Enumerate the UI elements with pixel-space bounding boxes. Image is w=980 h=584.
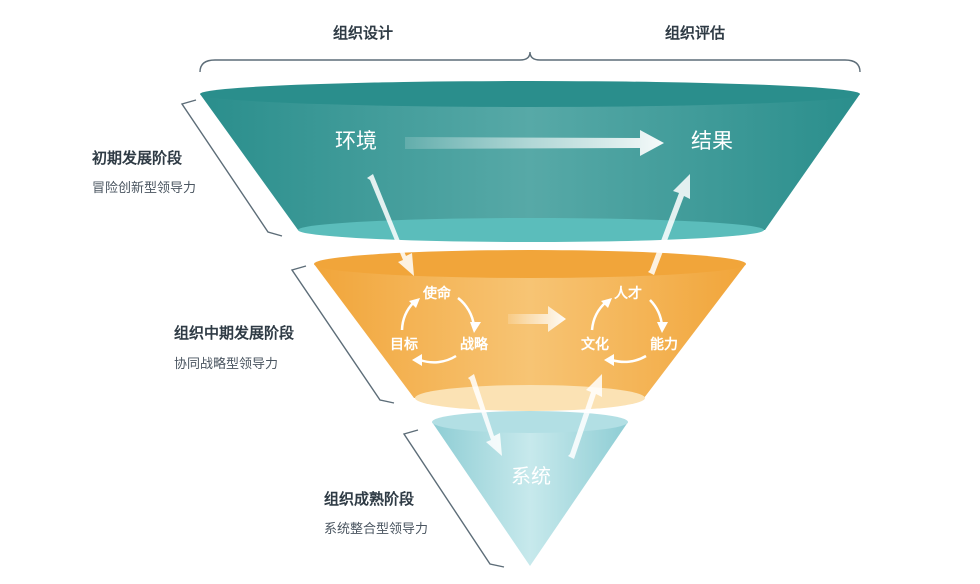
environment-label: 环境 [335, 129, 377, 153]
stage-2-subtitle: 协同战略型领导力 [174, 356, 278, 372]
mission-label: 使命 [422, 285, 452, 302]
system-label: 系统 [511, 464, 551, 488]
stage-brackets [180, 99, 505, 568]
result-up-arrow [648, 174, 690, 275]
strategy-label: 战略 [460, 336, 489, 353]
talent-label: 人才 [614, 285, 642, 302]
right-cycle-heads [601, 298, 668, 366]
header-left-label: 组织设计 [333, 24, 393, 42]
stage-3-subtitle: 系统整合型领导力 [324, 522, 428, 537]
capability-label: 能力 [650, 336, 678, 353]
stage-3-title: 组织成熟阶段 [324, 490, 414, 508]
goal-label: 目标 [390, 336, 418, 353]
header-right-label: 组织评估 [665, 24, 725, 42]
stage-1-title: 初期发展阶段 [92, 149, 182, 167]
environment-down-arrow [367, 174, 414, 276]
bottom-layer [432, 411, 628, 566]
top-layer [200, 81, 860, 242]
middle-arrow [508, 306, 566, 332]
bottom-arrows [468, 374, 602, 459]
environment-to-result-arrow [405, 130, 664, 156]
left-cycle-heads [409, 298, 481, 366]
middle-layer [314, 250, 746, 411]
culture-label: 文化 [581, 336, 609, 353]
top-arrows [367, 130, 690, 276]
header-bracket [199, 51, 861, 73]
stage-1-subtitle: 冒险创新型领导力 [92, 180, 196, 196]
stage-2-title: 组织中期发展阶段 [174, 324, 294, 342]
result-label: 结果 [691, 129, 733, 153]
